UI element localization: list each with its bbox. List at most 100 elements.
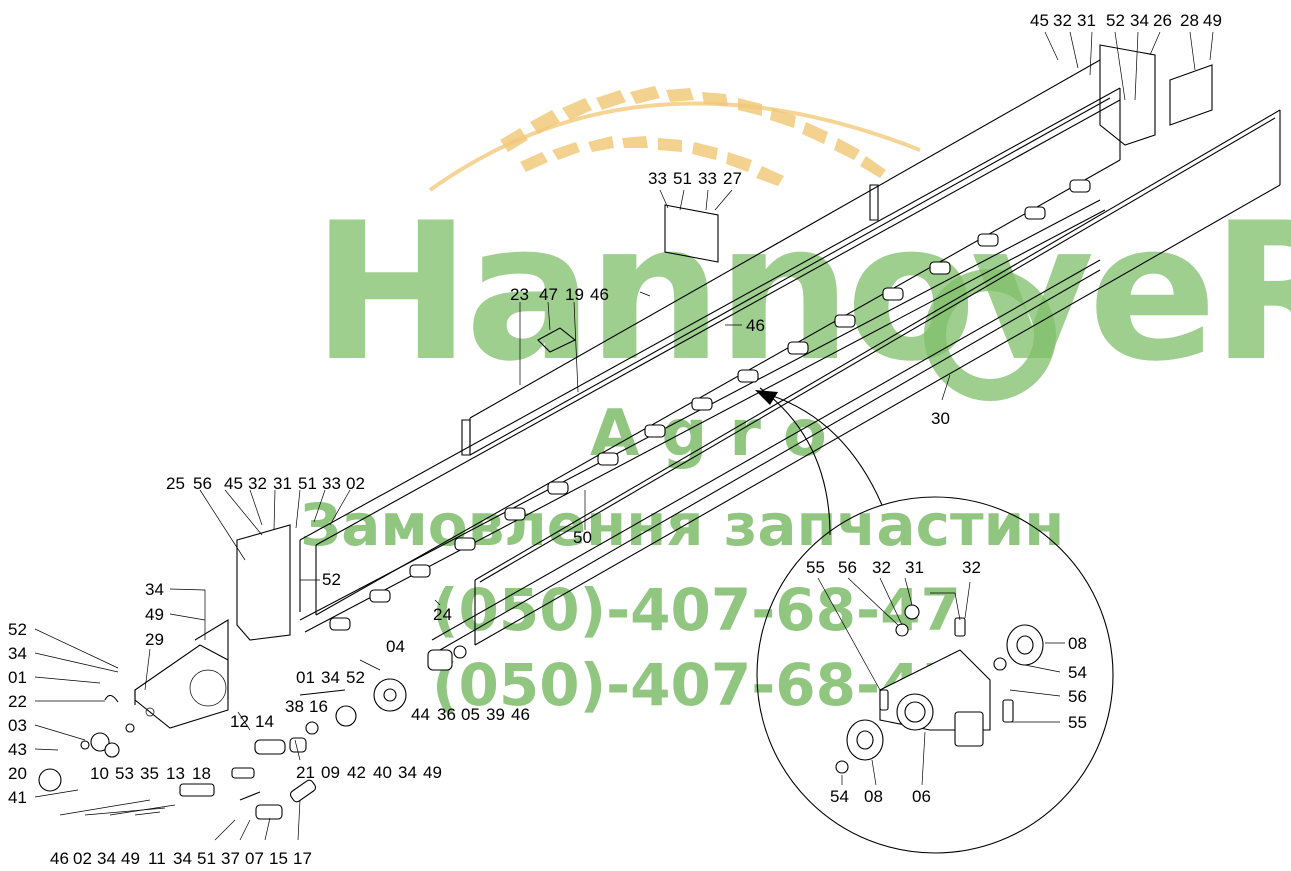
watermark-order-text: Замовлення запчастин [300,491,1064,559]
label-02: 02 [73,849,92,868]
label-52: 52 [346,668,365,687]
label-52: 52 [322,570,341,589]
label-04: 04 [386,637,405,656]
label-51: 51 [197,849,216,868]
callout-labels: 45 32 31 52 34 26 28 49 33 51 33 27 23 4… [8,11,1222,868]
label-20: 20 [8,764,27,783]
label-46: 46 [590,285,609,304]
injector-body [835,604,1044,774]
detail-circle [756,496,1114,854]
detail-arrow [759,387,831,536]
label-44: 44 [411,705,430,724]
label-17: 17 [293,849,312,868]
label-03: 03 [8,716,27,735]
label-05: 05 [461,705,480,724]
logo-wordmark: HannoveR [312,182,1291,403]
detail-label-08: 08 [864,787,883,806]
label-34: 34 [1130,11,1149,30]
detail-label-32: 32 [962,558,981,577]
nozzle-row [329,179,1091,631]
label-23: 23 [510,285,529,304]
detail-callout [755,387,1114,854]
detail-label-32: 32 [872,558,891,577]
detail-label-56: 56 [1068,687,1087,706]
label-30: 30 [931,409,950,428]
detail-label-55: 55 [1068,713,1087,732]
label-11: 11 [148,849,166,868]
wheat-ear-icon [428,86,921,192]
detail-label-54: 54 [1068,663,1087,682]
label-10: 10 [90,764,109,783]
label-51: 51 [673,169,692,188]
label-34: 34 [321,668,340,687]
label-46: 46 [50,849,69,868]
label-34: 34 [398,763,417,782]
label-29: 29 [145,630,164,649]
label-27: 27 [723,169,742,188]
label-49: 49 [145,605,164,624]
label-45: 45 [1030,11,1049,30]
label-07: 07 [245,849,264,868]
label-34: 34 [145,580,164,599]
label-45: 45 [224,474,243,493]
auger-housing-drawing [134,44,1281,729]
label-31: 31 [1077,11,1096,30]
label-49: 49 [1203,11,1222,30]
logo-subtext: Agro [590,397,849,471]
label-53: 53 [115,764,134,783]
label-01: 01 [296,668,315,687]
gear-icon [924,269,1056,401]
label-43: 43 [8,740,27,759]
label-52: 52 [8,620,27,639]
label-52: 52 [1106,11,1125,30]
label-33: 33 [322,474,341,493]
detail-label-08: 08 [1068,634,1087,653]
watermark-phone-1: (050)-407-68-47 [432,576,961,644]
detail-label-56: 56 [838,558,857,577]
label-15: 15 [269,849,288,868]
label-37: 37 [221,849,240,868]
label-51: 51 [298,474,317,493]
label-32: 32 [248,474,267,493]
label-24: 24 [433,605,452,624]
label-39: 39 [486,705,505,724]
label-02: 02 [346,474,365,493]
label-46: 46 [511,705,530,724]
hannover-logo-watermark: HannoveR Agro Замовлення запчастин (050)… [300,86,1291,719]
label-32: 32 [1053,11,1072,30]
label-16: 16 [309,697,328,716]
label-33: 33 [648,169,667,188]
label-34: 34 [97,849,116,868]
detail-label-31: 31 [905,558,924,577]
label-46: 46 [746,316,765,335]
label-26: 26 [1153,11,1172,30]
watermark-phone-2: (050)-407-68-45 [432,651,961,719]
label-09: 09 [321,763,340,782]
label-13: 13 [166,764,185,783]
label-35: 35 [140,764,159,783]
detail-label-06: 06 [912,787,931,806]
label-49: 49 [423,763,442,782]
label-21: 21 [296,763,315,782]
label-56: 56 [193,474,212,493]
leader-lines [34,31,1214,841]
label-25: 25 [166,474,185,493]
label-49: 49 [121,849,140,868]
label-36: 36 [437,705,456,724]
detail-label-54: 54 [830,787,849,806]
label-34: 34 [173,849,192,868]
label-22: 22 [8,692,27,711]
label-41: 41 [8,788,27,807]
label-33: 33 [698,169,717,188]
label-34: 34 [8,644,27,663]
label-47: 47 [539,285,558,304]
detail-label-55: 55 [806,558,825,577]
label-28: 28 [1180,11,1199,30]
label-01: 01 [8,668,27,687]
label-18: 18 [192,764,211,783]
drive-components [38,645,467,820]
label-38: 38 [285,697,304,716]
label-50: 50 [573,528,592,547]
